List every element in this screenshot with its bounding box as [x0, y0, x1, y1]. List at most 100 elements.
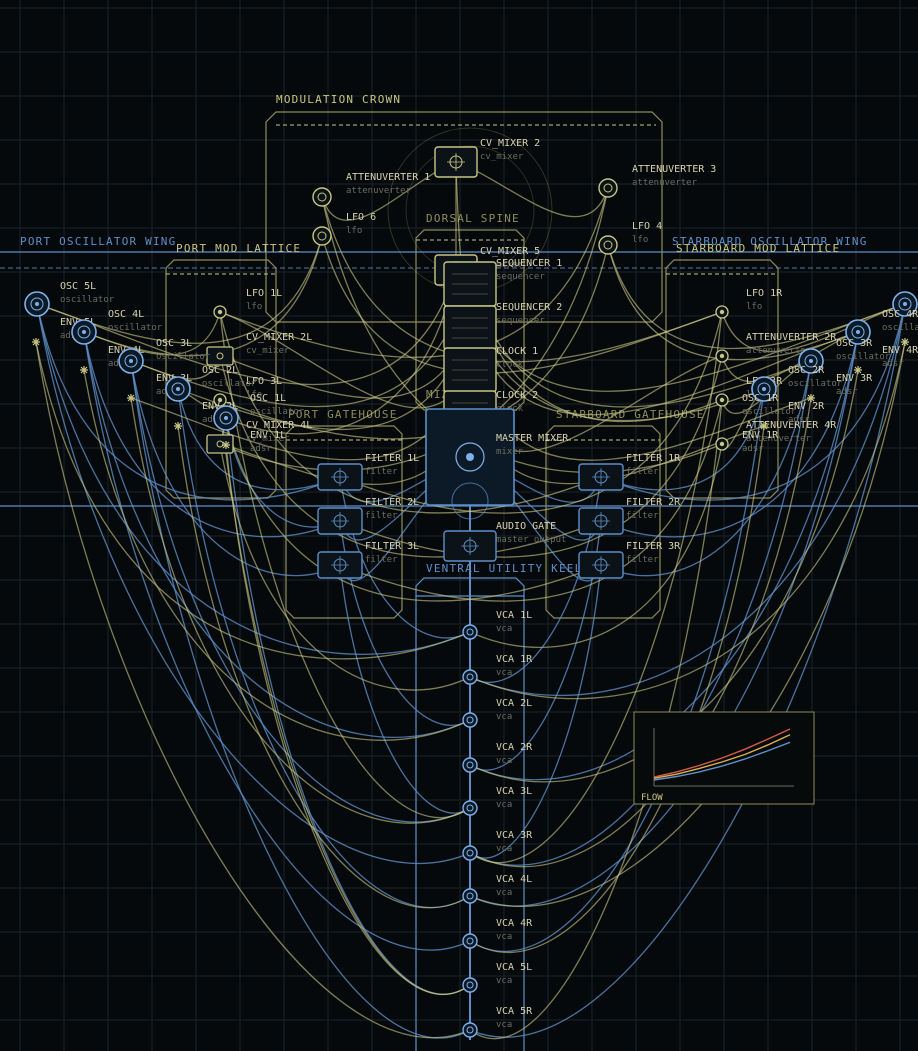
- node-label: FILTER 3L: [365, 541, 419, 552]
- node-type-label: oscillator: [788, 379, 843, 389]
- node-type-label: lfo: [346, 226, 362, 236]
- node-label: CV_MIXER 2L: [246, 332, 312, 343]
- node-label: LFO 3L: [246, 376, 282, 387]
- node-type-label: vca: [496, 712, 512, 722]
- cable-att2r-osc3r: [721, 331, 859, 382]
- cable-seq2-osc3r: [469, 319, 859, 416]
- node-type-label: vca: [496, 756, 512, 766]
- vca-outer: [462, 757, 478, 773]
- oscillator-inner: [757, 382, 771, 396]
- node-label: CLOCK 2: [496, 390, 538, 401]
- ring-outer: [598, 178, 618, 198]
- oscillator-inner: [804, 354, 818, 368]
- oscillator-core: [176, 387, 180, 391]
- port-icon: [216, 352, 224, 360]
- cable-osc5l-vca1l: [36, 303, 471, 655]
- cable-cvm5-osc5l: [36, 269, 457, 386]
- dot-inner: [719, 353, 725, 359]
- ring-inner: [317, 192, 327, 202]
- flow-inset-label: FLOW: [641, 793, 663, 803]
- node-vca1l[interactable]: VCA 1L vca: [462, 610, 532, 640]
- oscillator-core: [82, 330, 86, 334]
- node-label: VCA 1L: [496, 610, 532, 621]
- node-label: ATTENUVERTER 1: [346, 172, 430, 183]
- ring-inner: [603, 183, 613, 193]
- node-label: VCA 5R: [496, 1006, 533, 1017]
- cable-osc4r-vca1r: [469, 303, 906, 697]
- node-seq1[interactable]: SEQUENCER 1 sequencer: [443, 258, 562, 307]
- cable-lfo1r-f1l: [339, 311, 723, 514]
- cable-osc4l-vca2l: [83, 331, 471, 738]
- node-label: ATTENUVERTER 2R: [746, 332, 837, 343]
- node-cvm2[interactable]: CV_MIXER 2cv_mixer: [434, 138, 540, 178]
- vca-inner: [466, 761, 474, 769]
- vca-outer: [462, 669, 478, 685]
- node-type-label: cv_mixer: [480, 260, 524, 270]
- flow-inset-series: [653, 728, 791, 781]
- node-label: SEQUENCER 1: [496, 258, 562, 269]
- cable-cvm5-osc1l: [225, 269, 457, 435]
- node-type-label: mixer: [496, 447, 524, 457]
- node-label: ATTENUVERTER 3: [632, 164, 716, 175]
- node-label: OSC 4R: [882, 309, 918, 320]
- node-type-label: vca: [496, 624, 512, 634]
- zone-starboard-mod-lattice: STARBOARD MOD LATTICE: [665, 242, 839, 499]
- cable-att2r-f2l: [339, 355, 723, 558]
- cable-lfo1l-f1r: [219, 311, 602, 514]
- node-type-label: vca: [496, 888, 512, 898]
- node-osc4r[interactable]: OSC 4Roscillator: [882, 291, 918, 333]
- zone-title-port-mod-lattice: PORT MOD LATTICE: [176, 242, 301, 255]
- flow-inset: FLOW: [633, 711, 815, 805]
- vca-inner: [466, 673, 474, 681]
- envelope-star-icon: [174, 422, 182, 430]
- node-type-label: sequencer: [496, 272, 545, 282]
- envelope-star-icon: [127, 394, 135, 402]
- oscillator-core: [224, 416, 228, 420]
- dot-inner: [719, 309, 725, 315]
- cable-osc1r-f1r: [600, 388, 765, 491]
